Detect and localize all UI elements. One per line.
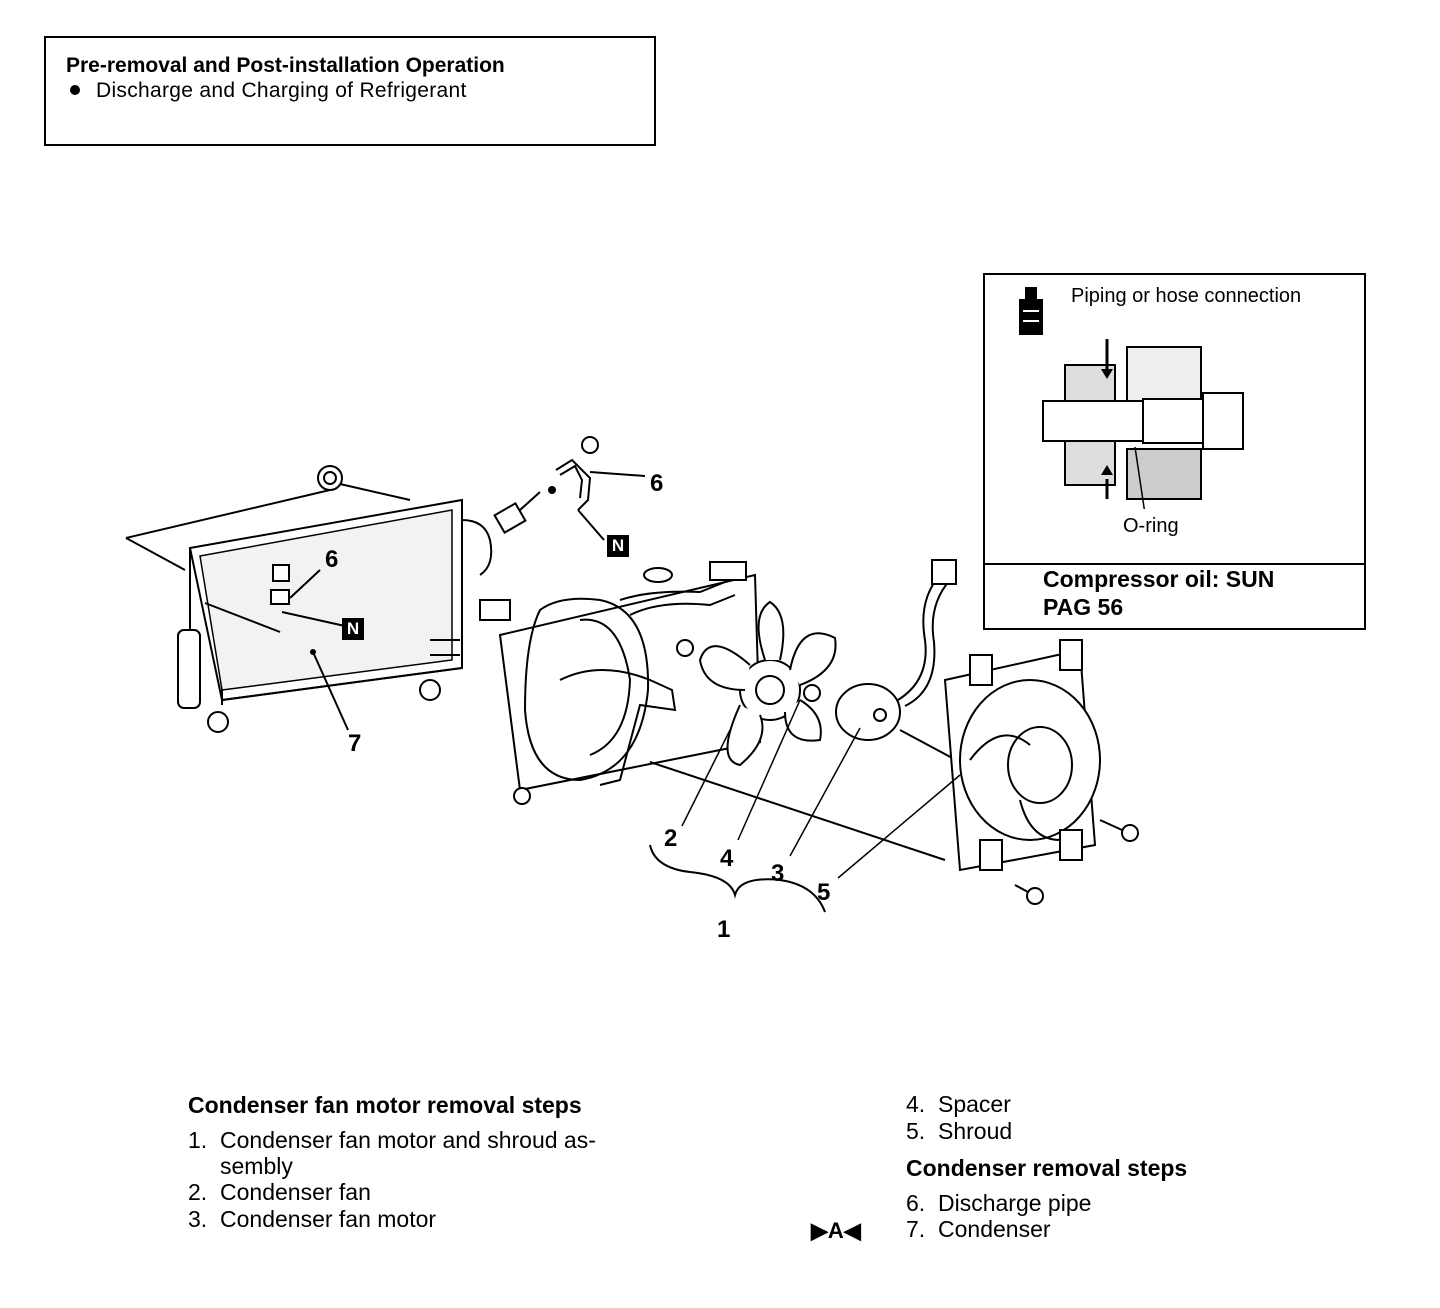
service-point-mark: ▶A◀: [811, 1218, 861, 1244]
n-badge-pipe: N: [607, 535, 629, 557]
piping-connection-inset: Piping or hose connection O-ring Compres…: [983, 273, 1366, 630]
step-4: 4.Spacer: [906, 1091, 1011, 1117]
callout-3: 3: [771, 860, 785, 887]
discharge-pipe-illustration: [548, 436, 646, 541]
step-2: 2.Condenser fan: [188, 1179, 371, 1205]
fan-motor-steps-title: Condenser fan motor removal steps: [188, 1092, 582, 1118]
oil-line-2: PAG 56: [1043, 594, 1124, 620]
callout-4: 4: [720, 845, 734, 872]
step-3: 3.Condenser fan motor: [188, 1206, 437, 1232]
oil-line-1: Compressor oil: SUN: [1043, 566, 1275, 592]
condenser-steps-title: Condenser removal steps: [906, 1155, 1188, 1181]
compressor-oil-note: Compressor oil: SUN PAG 56: [1043, 565, 1274, 621]
shroud-illustration: [943, 639, 1139, 905]
connection-cross-section: [1042, 339, 1244, 509]
condenser-fan-illustration: [698, 600, 837, 767]
inset-caption: Piping or hose connection: [1071, 285, 1302, 307]
callout-1: 1: [717, 916, 731, 943]
triangle-left-icon: ◀: [843, 1218, 861, 1243]
callout-2: 2: [664, 825, 678, 852]
pre-removal-item-text: Discharge and Charging of Refrigerant: [96, 79, 467, 102]
step-6: 6.Discharge pipe: [906, 1190, 1092, 1216]
step-7: 7.Condenser: [906, 1216, 1051, 1242]
oil-can-icon: [1019, 287, 1043, 335]
step-1-continued: sembly: [220, 1153, 293, 1179]
callout-5: 5: [817, 879, 831, 906]
bullet-icon: [70, 85, 80, 96]
radiator-assembly-illustration: [479, 561, 946, 913]
callout-6-pipe: 6: [650, 470, 664, 497]
condenser-illustration: [125, 465, 541, 733]
triangle-right-icon: ▶: [811, 1218, 828, 1243]
spacer-illustration: [803, 684, 821, 702]
callout-6-condenser: 6: [325, 546, 339, 573]
oring-label: O-ring: [1123, 515, 1179, 537]
pre-removal-title: Pre-removal and Post-installation Operat…: [66, 54, 505, 77]
pre-removal-item: Discharge and Charging of Refrigerant: [66, 79, 467, 103]
step-1: 1.Condenser fan motor and shroud as-: [188, 1127, 596, 1153]
pre-removal-box: Pre-removal and Post-installation Operat…: [44, 36, 656, 146]
n-badge-condenser: N: [342, 618, 364, 640]
inset-divider: [985, 563, 1364, 565]
callout-7: 7: [348, 730, 362, 757]
fan-motor-illustration: [835, 559, 1041, 806]
step-5: 5.Shroud: [906, 1118, 1013, 1144]
service-point-letter: A: [827, 1218, 844, 1243]
